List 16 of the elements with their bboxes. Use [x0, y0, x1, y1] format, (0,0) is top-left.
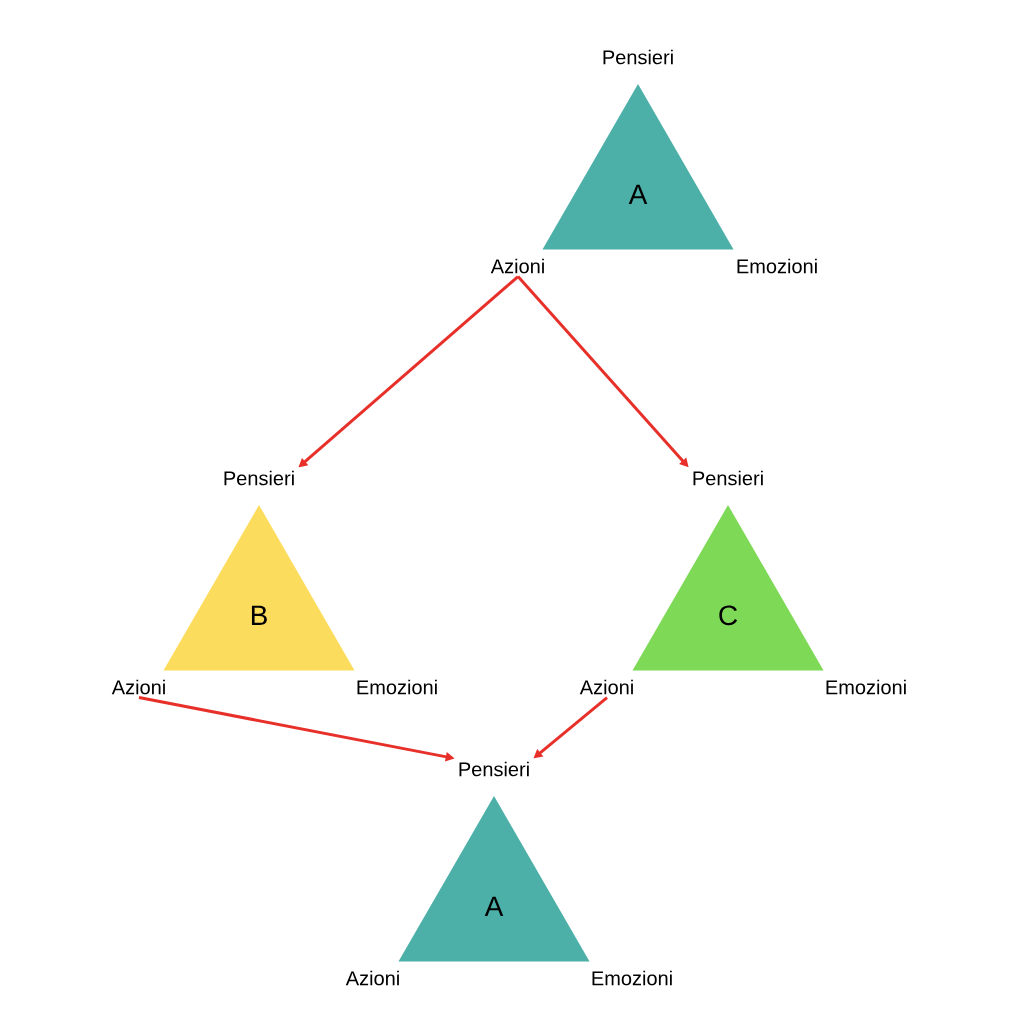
vertex-label: Azioni	[490, 258, 544, 274]
vertex-label: Pensieri	[224, 470, 294, 486]
vertex-label: Azioni	[111, 679, 165, 695]
vertex-label: Emozioni	[592, 970, 672, 986]
vertex-label: Emozioni	[357, 679, 437, 695]
vertex-label: Emozioni	[826, 679, 906, 695]
vertex-label: Azioni	[345, 970, 399, 986]
triangle: C	[632, 505, 824, 671]
vertex-label: Pensieri	[603, 49, 673, 65]
vertex-label: Azioni	[579, 679, 633, 695]
vertex-label: Emozioni	[737, 258, 817, 274]
vertex-label: Pensieri	[693, 470, 763, 486]
vertex-label: Pensieri	[459, 761, 529, 777]
triangle: B	[163, 505, 355, 671]
triangle: A	[542, 84, 734, 250]
triangle: A	[398, 796, 590, 962]
